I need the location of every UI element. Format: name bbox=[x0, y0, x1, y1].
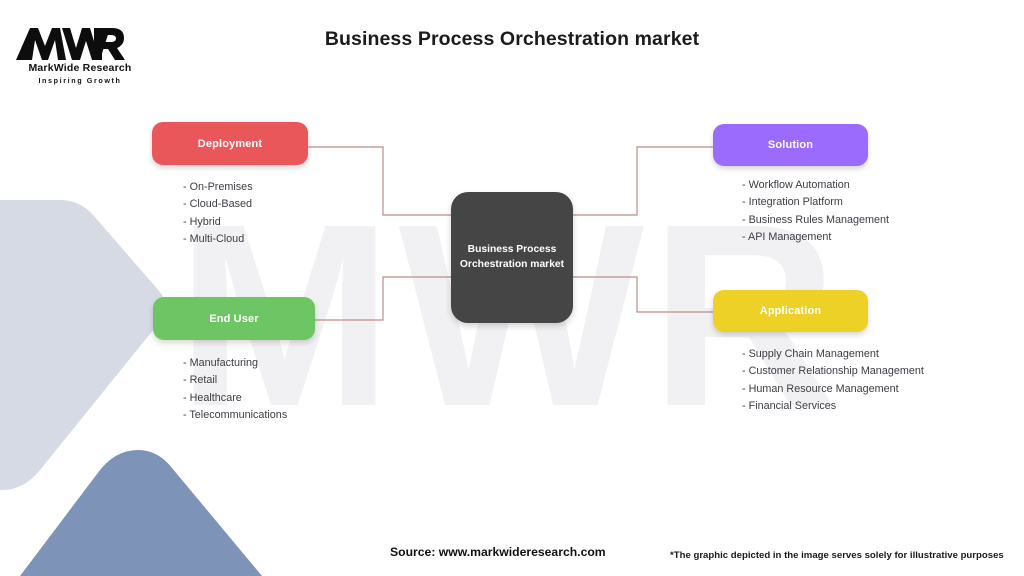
branch-items-end-user: - Manufacturing - Retail - Healthcare - … bbox=[183, 355, 315, 425]
list-item: - Customer Relationship Management bbox=[742, 365, 924, 378]
branch-items-solution: - Workflow Automation - Integration Plat… bbox=[742, 177, 889, 247]
branch-application: Application - Supply Chain Management - … bbox=[713, 290, 924, 416]
page-title: Business Process Orchestration market bbox=[324, 28, 700, 50]
branch-header-deployment[interactable]: Deployment bbox=[152, 122, 308, 165]
connector-solution bbox=[562, 146, 713, 216]
list-item: - Supply Chain Management bbox=[742, 348, 879, 360]
logo-tagline: Inspiring Growth bbox=[38, 76, 122, 85]
branch-items-deployment: - On-Premises - Cloud-Based - Hybrid - M… bbox=[183, 179, 308, 249]
branch-header-solution[interactable]: Solution bbox=[713, 124, 868, 166]
list-item: - On-Premises bbox=[183, 181, 253, 193]
branch-deployment: Deployment - On-Premises - Cloud-Based -… bbox=[152, 122, 308, 249]
list-item: - Telecommunications bbox=[183, 409, 288, 422]
list-item: - Business Rules Management bbox=[742, 213, 890, 226]
list-item: - API Management bbox=[742, 231, 832, 244]
disclaimer-note: *The graphic depicted in the image serve… bbox=[670, 550, 1004, 561]
branch-items-application: - Supply Chain Management - Customer Rel… bbox=[742, 346, 924, 416]
connector-enduser bbox=[315, 276, 462, 321]
branch-label-application: Application bbox=[759, 305, 822, 317]
logo-mwr-icon bbox=[16, 28, 125, 60]
connector-application bbox=[562, 276, 713, 313]
list-item: - Multi-Cloud bbox=[183, 233, 245, 246]
list-item: - Integration Platform bbox=[742, 196, 843, 209]
center-node-line1: Business Process bbox=[467, 243, 557, 255]
brand-logo: MarkWide Research Inspiring Growth bbox=[14, 24, 146, 86]
branch-label-end-user: End User bbox=[209, 312, 259, 325]
list-item: - Human Resource Management bbox=[742, 382, 899, 395]
list-item: - Financial Services bbox=[742, 400, 837, 413]
list-item: - Manufacturing bbox=[183, 357, 259, 369]
list-item: - Healthcare bbox=[183, 391, 242, 404]
branch-header-application[interactable]: Application bbox=[713, 290, 868, 332]
branch-label-deployment: Deployment bbox=[197, 137, 263, 150]
center-node-line2: Orchestration market bbox=[459, 258, 565, 270]
list-item: - Workflow Automation bbox=[742, 179, 850, 191]
branch-end-user: End User - Manufacturing - Retail - Heal… bbox=[153, 297, 315, 425]
connector-deployment bbox=[308, 146, 462, 216]
source-attribution: Source: www.markwideresearch.com bbox=[390, 545, 606, 559]
center-node[interactable]: Business Process Orchestration market bbox=[451, 192, 573, 323]
list-item: - Hybrid bbox=[183, 215, 221, 228]
branch-label-solution: Solution bbox=[767, 139, 814, 151]
center-node-label: Business Process Orchestration market bbox=[454, 243, 570, 273]
branch-solution: Solution - Workflow Automation - Integra… bbox=[713, 124, 889, 247]
list-item: - Retail bbox=[183, 374, 218, 387]
logo-company-name: MarkWide Research bbox=[28, 62, 132, 74]
branch-header-end-user[interactable]: End User bbox=[153, 297, 315, 340]
list-item: - Cloud-Based bbox=[183, 198, 253, 211]
